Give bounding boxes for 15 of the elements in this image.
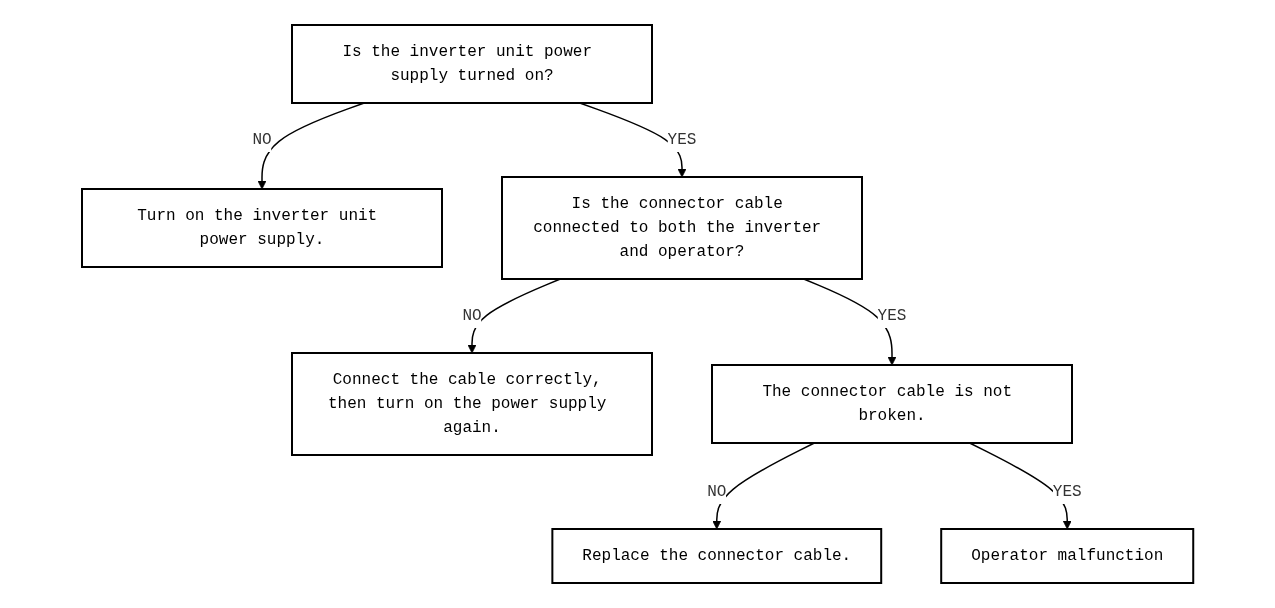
edge-label: YES bbox=[1052, 483, 1082, 501]
node-box: Turn on the inverter unit power supply. bbox=[80, 188, 443, 268]
arrow bbox=[712, 442, 815, 530]
edge-label: YES bbox=[667, 131, 697, 149]
edge-label: NO bbox=[707, 483, 727, 501]
node-box: Replace the connector cable. bbox=[551, 528, 883, 584]
node-box: The connector cable is not broken. bbox=[710, 364, 1073, 444]
node-box: Operator malfunction bbox=[940, 528, 1195, 584]
edge-label: NO bbox=[462, 307, 482, 325]
node-box: Is the inverter unit power supply turned on? bbox=[290, 24, 653, 104]
edge-label: NO bbox=[252, 131, 272, 149]
arrow bbox=[467, 278, 561, 354]
node-box: Is the connector cable connected to both the inverter and operator? bbox=[500, 176, 863, 280]
node-box: Connect the cable correctly, then turn on the power supply again. bbox=[290, 352, 653, 456]
edge-label: YES bbox=[877, 307, 907, 325]
